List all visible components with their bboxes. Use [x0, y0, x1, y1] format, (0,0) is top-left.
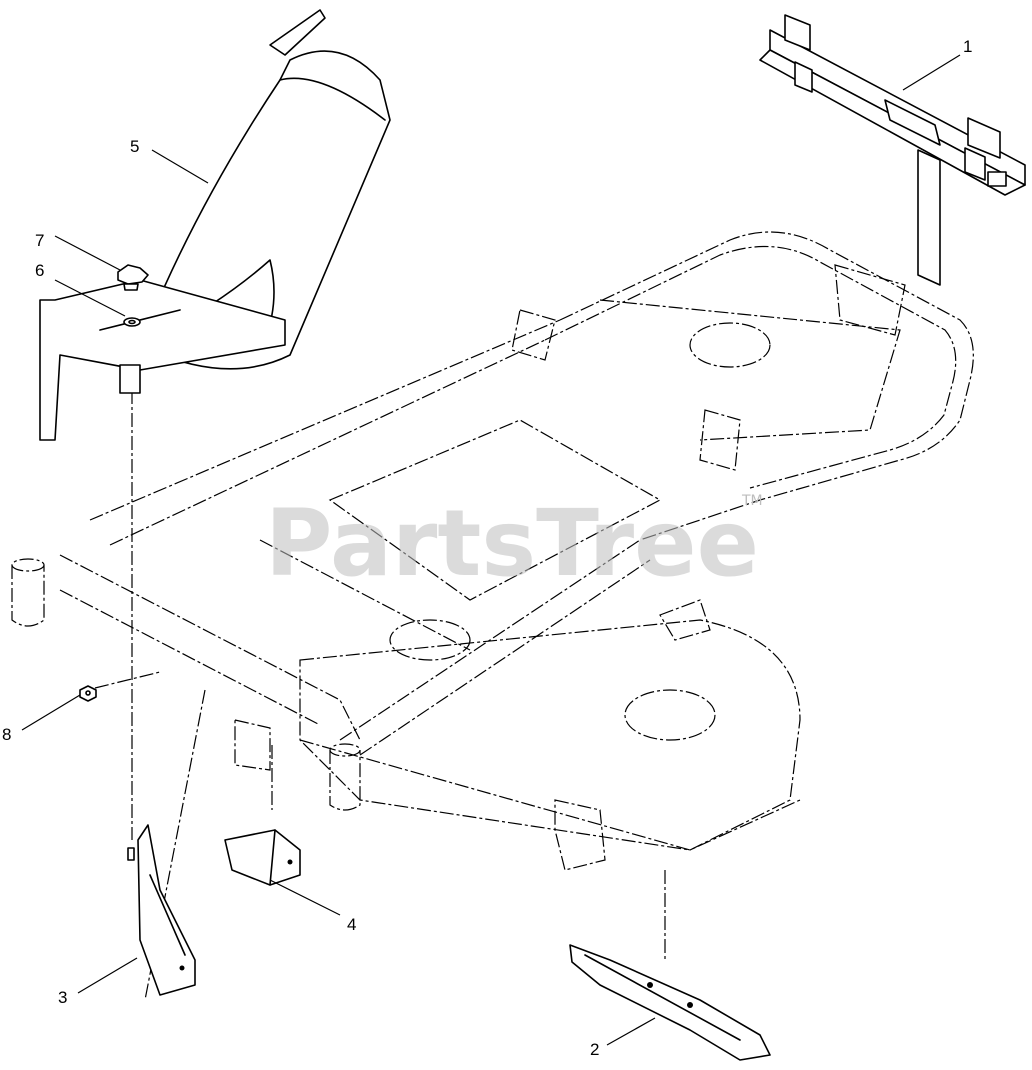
callout-3[interactable]: 3	[58, 988, 67, 1007]
part-3-baffle-plate[interactable]	[127, 824, 196, 996]
part-7-knob[interactable]	[117, 264, 149, 291]
watermark: PartsTree TM	[265, 490, 763, 597]
leader-lines	[21, 54, 961, 1046]
part-5-discharge-chute[interactable]	[39, 9, 391, 441]
part-4-bracket-cover[interactable]	[224, 829, 301, 886]
callout-6[interactable]: 6	[35, 261, 44, 280]
callout-1[interactable]: 1	[963, 37, 972, 56]
watermark-text: PartsTree	[265, 490, 759, 597]
callout-5[interactable]: 5	[130, 137, 139, 156]
part-1-rear-hitch-bar[interactable]	[759, 14, 1026, 286]
callout-7[interactable]: 7	[35, 231, 44, 250]
callout-4[interactable]: 4	[347, 915, 356, 934]
part-8-nut[interactable]	[79, 685, 97, 702]
part-6-washer[interactable]	[123, 317, 141, 327]
mower-frame-phantom	[11, 231, 974, 871]
callout-2[interactable]: 2	[590, 1040, 599, 1059]
watermark-trademark: TM	[741, 493, 763, 509]
part-2-mower-blade[interactable]	[569, 944, 771, 1061]
callout-labels: 1 2 3 4 5 7 6 8	[2, 37, 972, 1059]
callout-8[interactable]: 8	[2, 725, 11, 744]
